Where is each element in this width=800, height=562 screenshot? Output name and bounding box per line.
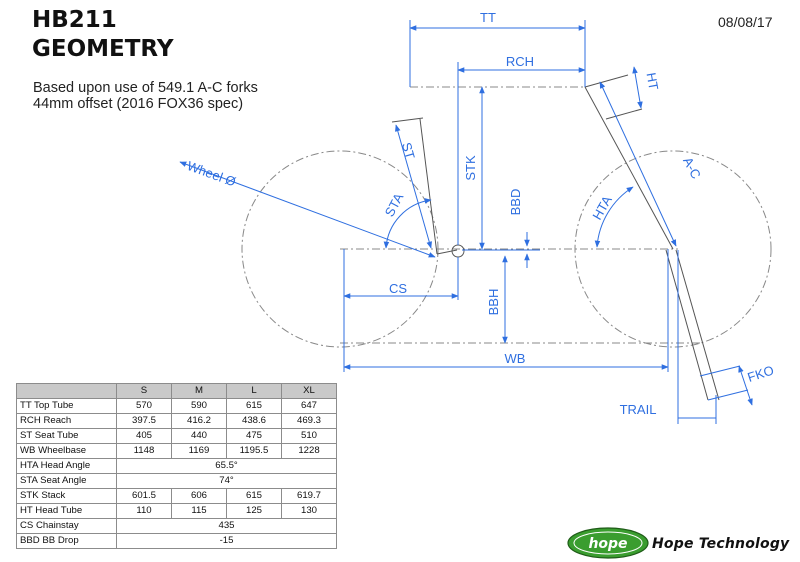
label-stk: STK — [463, 155, 478, 181]
logo-text: hope — [588, 536, 627, 552]
table-cell: 130 — [281, 503, 337, 519]
label-bbd: BBD — [508, 189, 523, 216]
row-label: WB Wheelbase — [16, 443, 117, 459]
label-trail: TRAIL — [620, 402, 657, 417]
table-row: ST Seat Tube 405 440 475 510 — [16, 428, 337, 444]
table-cell: 647 — [281, 398, 337, 414]
row-label: ST Seat Tube — [16, 428, 117, 444]
label-ac: A-C — [680, 154, 704, 181]
page-title: HB211 GEOMETRY — [32, 6, 174, 64]
table-cell-merged: 435 — [116, 518, 337, 534]
column-header-m: M — [171, 383, 227, 399]
table-row: TT Top Tube 570 590 615 647 — [16, 398, 337, 414]
table-cell: 570 — [116, 398, 172, 414]
table-cell: 590 — [171, 398, 227, 414]
table-cell: 619.7 — [281, 488, 337, 504]
table-cell-merged: -15 — [116, 533, 337, 549]
brand-name: Hope Technology — [652, 536, 790, 552]
label-cs: CS — [389, 281, 407, 296]
row-label: TT Top Tube — [16, 398, 117, 414]
table-row: WB Wheelbase 1148 1169 1195.5 1228 — [16, 443, 337, 459]
title-geometry: GEOMETRY — [32, 36, 174, 62]
table-cell: 510 — [281, 428, 337, 444]
geometry-table: S M L XL TT Top Tube 570 590 615 647 RCH… — [16, 383, 337, 549]
table-corner — [16, 383, 117, 399]
table-cell-merged: 74° — [116, 473, 337, 489]
label-fko: FKO — [746, 362, 776, 385]
label-bbh: BBH — [486, 289, 501, 316]
table-header-row: S M L XL — [16, 383, 337, 399]
table-cell: 440 — [171, 428, 227, 444]
table-cell: 125 — [226, 503, 282, 519]
table-cell: 475 — [226, 428, 282, 444]
table-cell: 601.5 — [116, 488, 172, 504]
subtitle-line-1: Based upon use of 549.1 A-C forks — [33, 80, 258, 96]
table-cell: 469.3 — [281, 413, 337, 429]
table-cell: 416.2 — [171, 413, 227, 429]
hope-logo: hope — [567, 527, 649, 559]
label-sta: STA — [382, 190, 407, 219]
table-row: STK Stack 601.5 606 615 619.7 — [16, 488, 337, 504]
row-label: STA Seat Angle — [16, 473, 117, 489]
column-header-xl: XL — [281, 383, 337, 399]
table-cell: 110 — [116, 503, 172, 519]
table-row: STA Seat Angle 74° — [16, 473, 337, 489]
table-cell: 1169 — [171, 443, 227, 459]
row-label: HT Head Tube — [16, 503, 117, 519]
label-st: ST — [399, 141, 418, 161]
subtitle-line-2: 44mm offset (2016 FOX36 spec) — [33, 96, 244, 112]
label-rch: RCH — [506, 54, 534, 69]
table-row: CS Chainstay 435 — [16, 518, 337, 534]
frame — [391, 74, 674, 255]
row-label: BBD BB Drop — [16, 533, 117, 549]
table-row: RCH Reach 397.5 416.2 438.6 469.3 — [16, 413, 337, 429]
column-header-l: L — [226, 383, 282, 399]
table-cell: 405 — [116, 428, 172, 444]
fork-offset-line — [665, 249, 709, 401]
row-label: STK Stack — [16, 488, 117, 504]
table-cell: 1148 — [116, 443, 172, 459]
table-row: BBD BB Drop -15 — [16, 533, 337, 549]
table-cell-merged: 65.5° — [116, 458, 337, 474]
table-cell: 115 — [171, 503, 227, 519]
table-cell: 606 — [171, 488, 227, 504]
title-model: HB211 — [32, 7, 117, 33]
subtitle: Based upon use of 549.1 A-C forks 44mm o… — [33, 80, 258, 112]
label-wheel: Wheel Ø — [185, 158, 238, 189]
row-label: HTA Head Angle — [16, 458, 117, 474]
table-cell: 438.6 — [226, 413, 282, 429]
table-row: HTA Head Angle 65.5° — [16, 458, 337, 474]
column-header-s: S — [116, 383, 172, 399]
table-cell: 397.5 — [116, 413, 172, 429]
table-row: HT Head Tube 110 115 125 130 — [16, 503, 337, 519]
row-label: RCH Reach — [16, 413, 117, 429]
table-cell: 1195.5 — [226, 443, 282, 459]
label-ht: HT — [644, 71, 662, 91]
table-cell: 615 — [226, 398, 282, 414]
dimension-lines — [179, 20, 753, 424]
label-wb: WB — [505, 351, 526, 366]
table-cell: 1228 — [281, 443, 337, 459]
date-label: 08/08/17 — [718, 14, 773, 30]
label-tt: TT — [480, 10, 496, 25]
fork-line — [675, 249, 720, 401]
row-label: CS Chainstay — [16, 518, 117, 534]
table-cell: 615 — [226, 488, 282, 504]
